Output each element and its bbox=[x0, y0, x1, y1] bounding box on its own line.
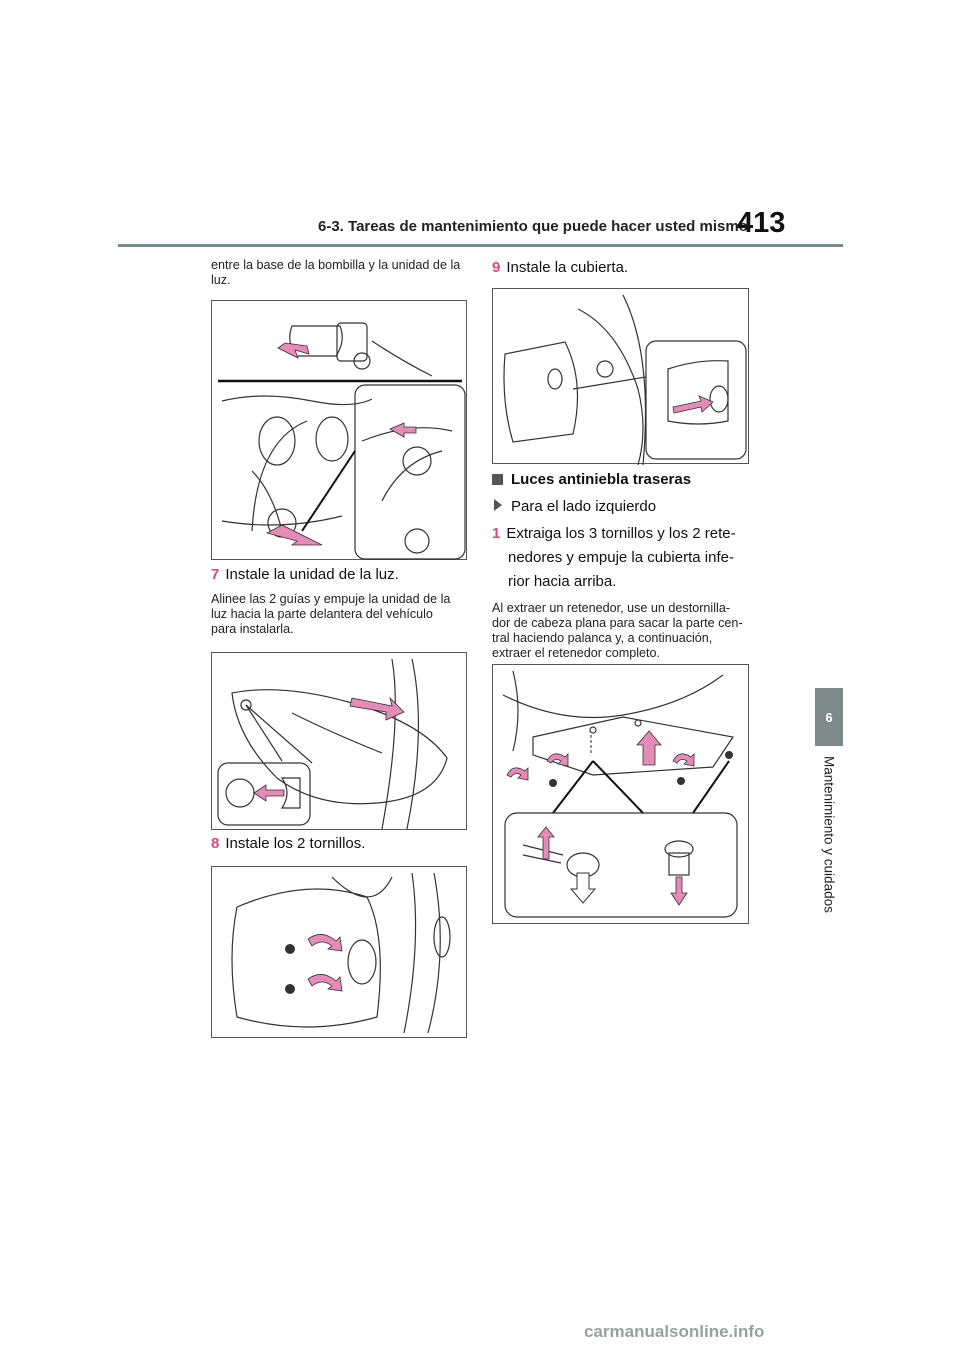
push-arrow-icon bbox=[636, 730, 662, 766]
figure-cover bbox=[492, 288, 749, 465]
push-arrow-icon bbox=[506, 767, 529, 781]
push-arrow-icon bbox=[670, 876, 688, 906]
push-arrow-icon bbox=[277, 342, 310, 359]
step-1-note: Al extraer un retenedor, use un destorni… bbox=[492, 601, 743, 660]
intro-text: entre la base de la bombilla y la unidad… bbox=[211, 258, 461, 287]
push-arrow-icon bbox=[672, 753, 695, 767]
header-divider bbox=[118, 244, 843, 247]
section-title: 6-3. Tareas de mantenimiento que puede h… bbox=[318, 218, 748, 235]
figure-screws bbox=[211, 866, 467, 1038]
chapter-label: Mantenimiento y cuidados bbox=[821, 756, 837, 913]
footer-watermark[interactable]: carmanualsonline.info bbox=[584, 1322, 765, 1341]
bullet-item: Para el lado izquierdo bbox=[494, 498, 656, 515]
figure-bulb-install bbox=[211, 300, 467, 560]
chapter-number: 6 bbox=[825, 709, 833, 725]
page-number: 413 bbox=[737, 207, 786, 239]
section-heading: Luces antiniebla traseras bbox=[492, 471, 691, 488]
push-arrow-icon bbox=[672, 395, 714, 414]
push-arrow-icon bbox=[307, 934, 343, 952]
step-7-note: Alinee las 2 guías y empuje la unidad de… bbox=[211, 592, 451, 636]
figure-light-unit bbox=[211, 652, 467, 830]
push-arrow-icon bbox=[349, 696, 405, 721]
triangle-bullet-icon bbox=[494, 499, 502, 511]
figure-undercover bbox=[492, 664, 749, 924]
push-arrow-icon bbox=[253, 784, 285, 802]
chapter-tab[interactable]: 6 bbox=[815, 688, 843, 746]
push-arrow-icon bbox=[307, 974, 343, 992]
square-bullet-icon bbox=[492, 474, 503, 485]
push-arrow-icon bbox=[389, 422, 417, 438]
push-arrow-icon bbox=[546, 753, 569, 767]
push-arrow-icon bbox=[265, 524, 323, 546]
push-arrow-icon bbox=[537, 826, 555, 860]
